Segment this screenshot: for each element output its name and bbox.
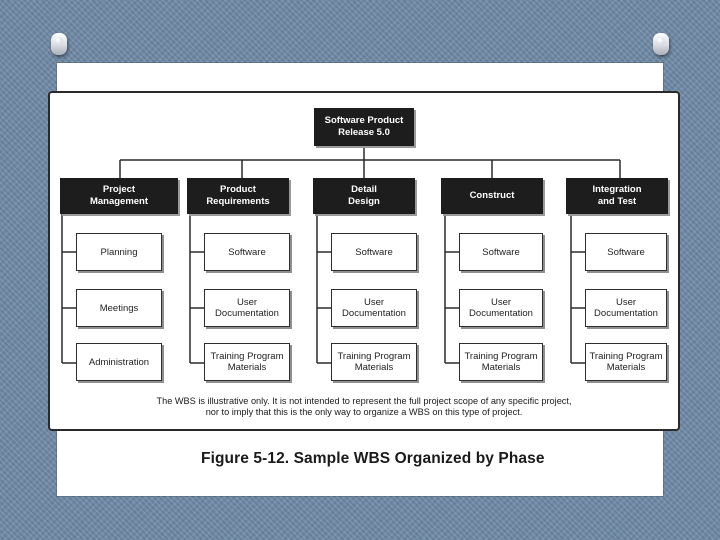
phase-node-product-requirements: Product Requirements bbox=[187, 178, 289, 214]
work-package-node: User Documentation bbox=[204, 289, 290, 327]
work-package-node: Administration bbox=[76, 343, 162, 381]
figure-caption: Figure 5-12. Sample WBS Organized by Pha… bbox=[201, 450, 545, 467]
work-package-node: User Documentation bbox=[331, 289, 417, 327]
work-package-node: Training Program Materials bbox=[459, 343, 543, 381]
work-package-node: User Documentation bbox=[585, 289, 667, 327]
work-package-node: Software bbox=[331, 233, 417, 271]
phase-node-detail-design: Detail Design bbox=[313, 178, 415, 214]
work-package-node: Training Program Materials bbox=[331, 343, 417, 381]
work-package-node: Planning bbox=[76, 233, 162, 271]
work-package-node: Training Program Materials bbox=[204, 343, 290, 381]
work-package-node: Training Program Materials bbox=[585, 343, 667, 381]
work-package-node: Software bbox=[585, 233, 667, 271]
work-package-node: Software bbox=[459, 233, 543, 271]
work-package-node: Software bbox=[204, 233, 290, 271]
work-package-node: Meetings bbox=[76, 289, 162, 327]
phase-node-project-management: Project Management bbox=[60, 178, 178, 214]
pushpin-left-icon bbox=[51, 33, 67, 55]
phase-node-construct: Construct bbox=[441, 178, 543, 214]
wbs-root-node: Software Product Release 5.0 bbox=[314, 108, 414, 146]
figure-note: The WBS is illustrative only. It is not … bbox=[156, 396, 572, 417]
pushpin-right-icon bbox=[653, 33, 669, 55]
phase-node-integration-and-test: Integration and Test bbox=[566, 178, 668, 214]
work-package-node: User Documentation bbox=[459, 289, 543, 327]
